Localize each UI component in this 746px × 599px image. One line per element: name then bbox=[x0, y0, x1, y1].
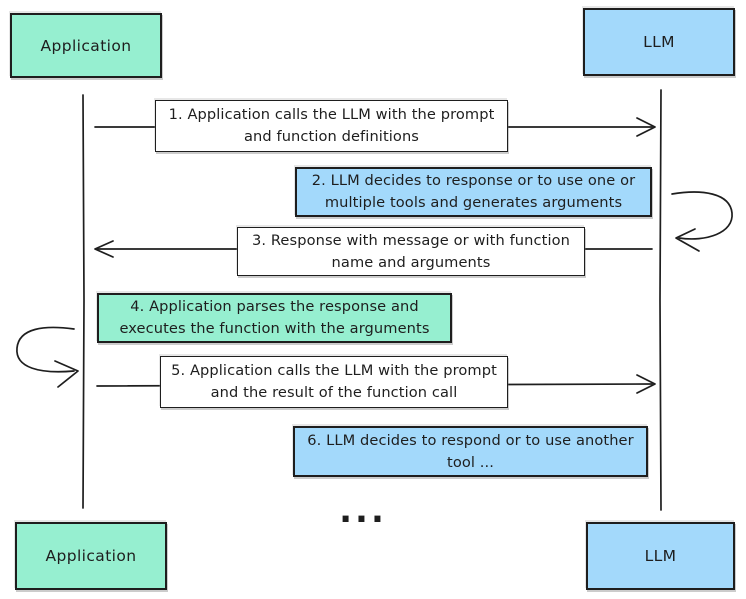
message-2-llm-decides: 2. LLM decides to response or to use one… bbox=[295, 167, 652, 217]
actor-application-top: Application bbox=[10, 13, 162, 78]
message-4-app-parses: 4. Application parses the response and e… bbox=[97, 293, 452, 343]
actor-llm-bottom-label: LLM bbox=[644, 547, 677, 565]
message-5-label: 5. Application calls the LLM with the pr… bbox=[171, 362, 497, 401]
actor-llm-top-label: LLM bbox=[643, 33, 675, 51]
message-4-label: 4. Application parses the response and e… bbox=[119, 298, 430, 337]
message-3-label: 3. Response with message or with functio… bbox=[251, 231, 570, 271]
llm-lifeline bbox=[659, 89, 662, 511]
actor-application-bottom: Application bbox=[15, 522, 167, 590]
actor-application-top-label: Application bbox=[40, 36, 132, 55]
message-3-response: 3. Response with message or with functio… bbox=[237, 227, 585, 276]
message-2-label: 2. LLM decides to response or to use one… bbox=[311, 172, 636, 211]
actor-application-bottom-label: Application bbox=[45, 547, 137, 565]
application-self-loop-arrow bbox=[16, 326, 79, 388]
message-5-call-llm-with-result: 5. Application calls the LLM with the pr… bbox=[160, 356, 508, 408]
message-1-label: 1. Application calls the LLM with the pr… bbox=[168, 106, 495, 145]
message-6-label: 6. LLM decides to respond or to use anot… bbox=[307, 431, 634, 471]
application-lifeline bbox=[82, 94, 85, 509]
actor-llm-top: LLM bbox=[583, 8, 735, 76]
llm-self-loop-arrow bbox=[671, 191, 733, 252]
actor-llm-bottom: LLM bbox=[586, 522, 735, 590]
continuation-ellipsis: ... bbox=[339, 491, 387, 531]
message-1-call-llm: 1. Application calls the LLM with the pr… bbox=[155, 100, 508, 152]
message-6-llm-decides-again: 6. LLM decides to respond or to use anot… bbox=[293, 426, 648, 477]
